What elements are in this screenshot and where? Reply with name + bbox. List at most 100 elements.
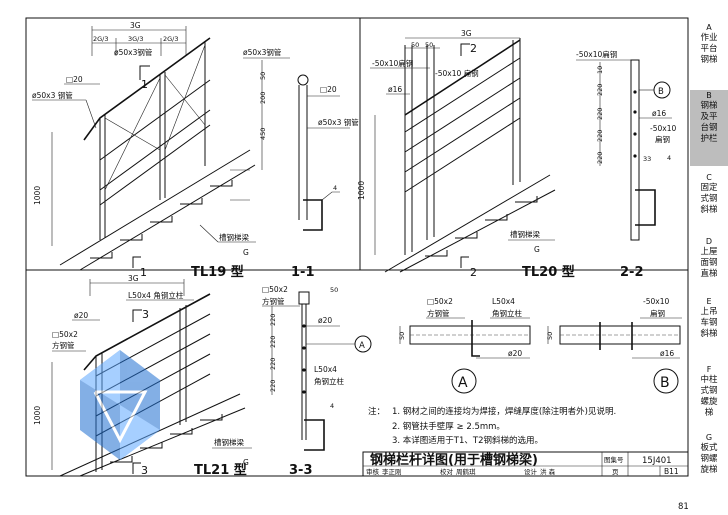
detA-label: A (458, 375, 468, 391)
tl21-g: G (243, 458, 249, 467)
notes: 注： 1. 钢材之间的连接均为焊接，焊缝厚度(除注明者外)见说明. 2. 钢管扶… (368, 406, 616, 446)
tl20-d50b: 50 (425, 41, 433, 49)
s33-d220d: 220 (269, 380, 277, 392)
detB-flat2: 扁钢 (650, 308, 665, 318)
s33-d220b: 220 (269, 336, 277, 348)
s22-weld: 4 (667, 154, 671, 162)
sidebar-item-label: 面钢 (700, 258, 718, 268)
detail-a: □50x2 方钢管 L50x4 角钢立柱 50 ø20 A (398, 297, 531, 394)
sidebar-item-label: 钢梯 (700, 55, 718, 65)
sidebar-item-label: 中柱 (700, 375, 718, 385)
detA-tube1: □50x2 (427, 297, 453, 306)
sidebar-item-label: 固定 (700, 183, 718, 193)
tl21-section-bottom: 3 (141, 464, 148, 477)
sidebar-item-letter: A (706, 23, 712, 32)
view-section-2-2: -50x10扁钢 10 220 220 220 220 B ø16 -50x10… (576, 49, 676, 280)
tl20-g: G (534, 245, 540, 254)
detB-label: B (660, 375, 670, 391)
detB-d50: 50 (546, 332, 554, 340)
s33-d220a: 220 (269, 314, 277, 326)
tl19-section-top: 1 (141, 78, 148, 91)
s22-flat1: -50x10扁钢 (576, 49, 617, 59)
tl21-beam-label: 槽钢梯梁 (214, 437, 244, 447)
s22-d220c: 220 (596, 130, 604, 142)
sidebar-item-label: 及平 (700, 112, 718, 122)
s22-flat2: -50x10 (650, 124, 676, 133)
check-label: 校对 (440, 467, 454, 476)
s11-title: 1-1 (291, 265, 315, 280)
sidebar-item-label: 护栏 (700, 134, 718, 144)
tl21-title: TL21 型 (194, 462, 247, 478)
view-tl19: 3G 2G/3 3G/3 2G/3 ø50x3钢管 □20 ø50x3 钢管 (32, 21, 256, 280)
detA-rod: ø20 (508, 349, 522, 358)
notes-prefix: 注： (368, 406, 385, 417)
s22-flat2b: 扁钢 (655, 134, 670, 144)
s33-circle-a: A (359, 341, 365, 351)
tl20-d50a: 50 (411, 41, 419, 49)
s11-pipe-label: ø50x3钢管 (243, 47, 282, 57)
tl21-rod: ø20 (74, 311, 88, 320)
title-block: 钢梯栏杆详图(用于槽钢梯梁) 图集号 15J401 审核 李正刚 校对 周鹤琪 … (362, 451, 689, 477)
s33-weld: 4 (330, 402, 334, 410)
s22-rod: ø16 (652, 109, 666, 118)
tl21-section-top: 3 (142, 308, 149, 321)
tl20-flat1: -50x10扁钢 (372, 58, 413, 68)
tl20-title: TL20 型 (522, 264, 575, 280)
sidebar-item-label: 板式 (700, 443, 718, 453)
review-name: 李正刚 (382, 467, 402, 476)
tl19-dim-b: 3G/3 (128, 35, 144, 43)
sidebar-item-label: 平台 (700, 44, 718, 54)
s22-title: 2-2 (620, 265, 644, 280)
detail-b: -50x10 扁钢 50 ø16 B (546, 297, 682, 394)
sidebar-item-label: 斜梯 (700, 329, 718, 339)
note-3: 3. 本详图适用于T1、T2钢斜梯的选用。 (392, 435, 543, 446)
sidebar-item-label: 上吊 (700, 307, 718, 317)
sidebar-item-label: 旋梯 (700, 465, 718, 475)
s33-d220c: 220 (269, 358, 277, 370)
tl19-tube-label: □20 (66, 75, 83, 84)
s11-d200: 200 (259, 92, 267, 104)
sidebar-item-label: 斜梯 (700, 205, 718, 215)
tl20-rod: ø16 (388, 85, 402, 94)
tl19-dim-c: 2G/3 (163, 35, 179, 43)
s33-tube2: 方钢管 (262, 296, 285, 306)
sidebar-item-label: 螺旋 (700, 397, 718, 407)
note-2: 2. 钢管扶手壁厚 ≥ 2.5mm。 (392, 421, 505, 432)
page-label: 页 (612, 468, 619, 476)
tl19-height: 1000 (33, 186, 42, 205)
drawing-title: 钢梯栏杆详图(用于槽钢梯梁) (370, 452, 538, 468)
sidebar-item-label: 式钢 (700, 194, 718, 204)
detA-angle1: L50x4 (492, 297, 515, 306)
sidebar-item-label: 作业 (700, 33, 718, 43)
sidebar-item-letter: E (706, 297, 712, 306)
tl20-beam-label: 槽钢梯梁 (510, 229, 540, 239)
tl21-height: 1000 (33, 406, 42, 425)
detB-rod: ø16 (660, 349, 674, 358)
s33-angle2: 角钢立柱 (314, 376, 344, 386)
s22-d33: 33 (643, 155, 651, 163)
s33-angle1: L50x4 (314, 365, 337, 374)
sidebar-item-letter: F (706, 365, 712, 374)
tl20-height: 1000 (357, 181, 366, 200)
detA-d50: 50 (398, 332, 406, 340)
tl19-title: TL19 型 (191, 264, 244, 280)
page-number: 81 (678, 502, 689, 512)
s22-d220a: 220 (596, 84, 604, 96)
view-tl20: 3G 50 50 -50x10扁钢 -50x10 扁钢 ø16 1000 槽钢 (357, 29, 575, 280)
tl20-dim-total: 3G (461, 29, 472, 38)
tl21-tube1: □50x2 (52, 330, 78, 339)
s33-tube1: □50x2 (262, 285, 288, 294)
s11-d50: 50 (259, 72, 267, 80)
s22-d10: 10 (596, 66, 604, 74)
s33-title: 3-3 (289, 463, 313, 478)
design-name: 洪 森 (540, 467, 556, 476)
view-tl21: 3G L50x4 角钢立柱 ø20 □50x2 方钢管 1000 槽钢梯梁 G (33, 274, 252, 478)
